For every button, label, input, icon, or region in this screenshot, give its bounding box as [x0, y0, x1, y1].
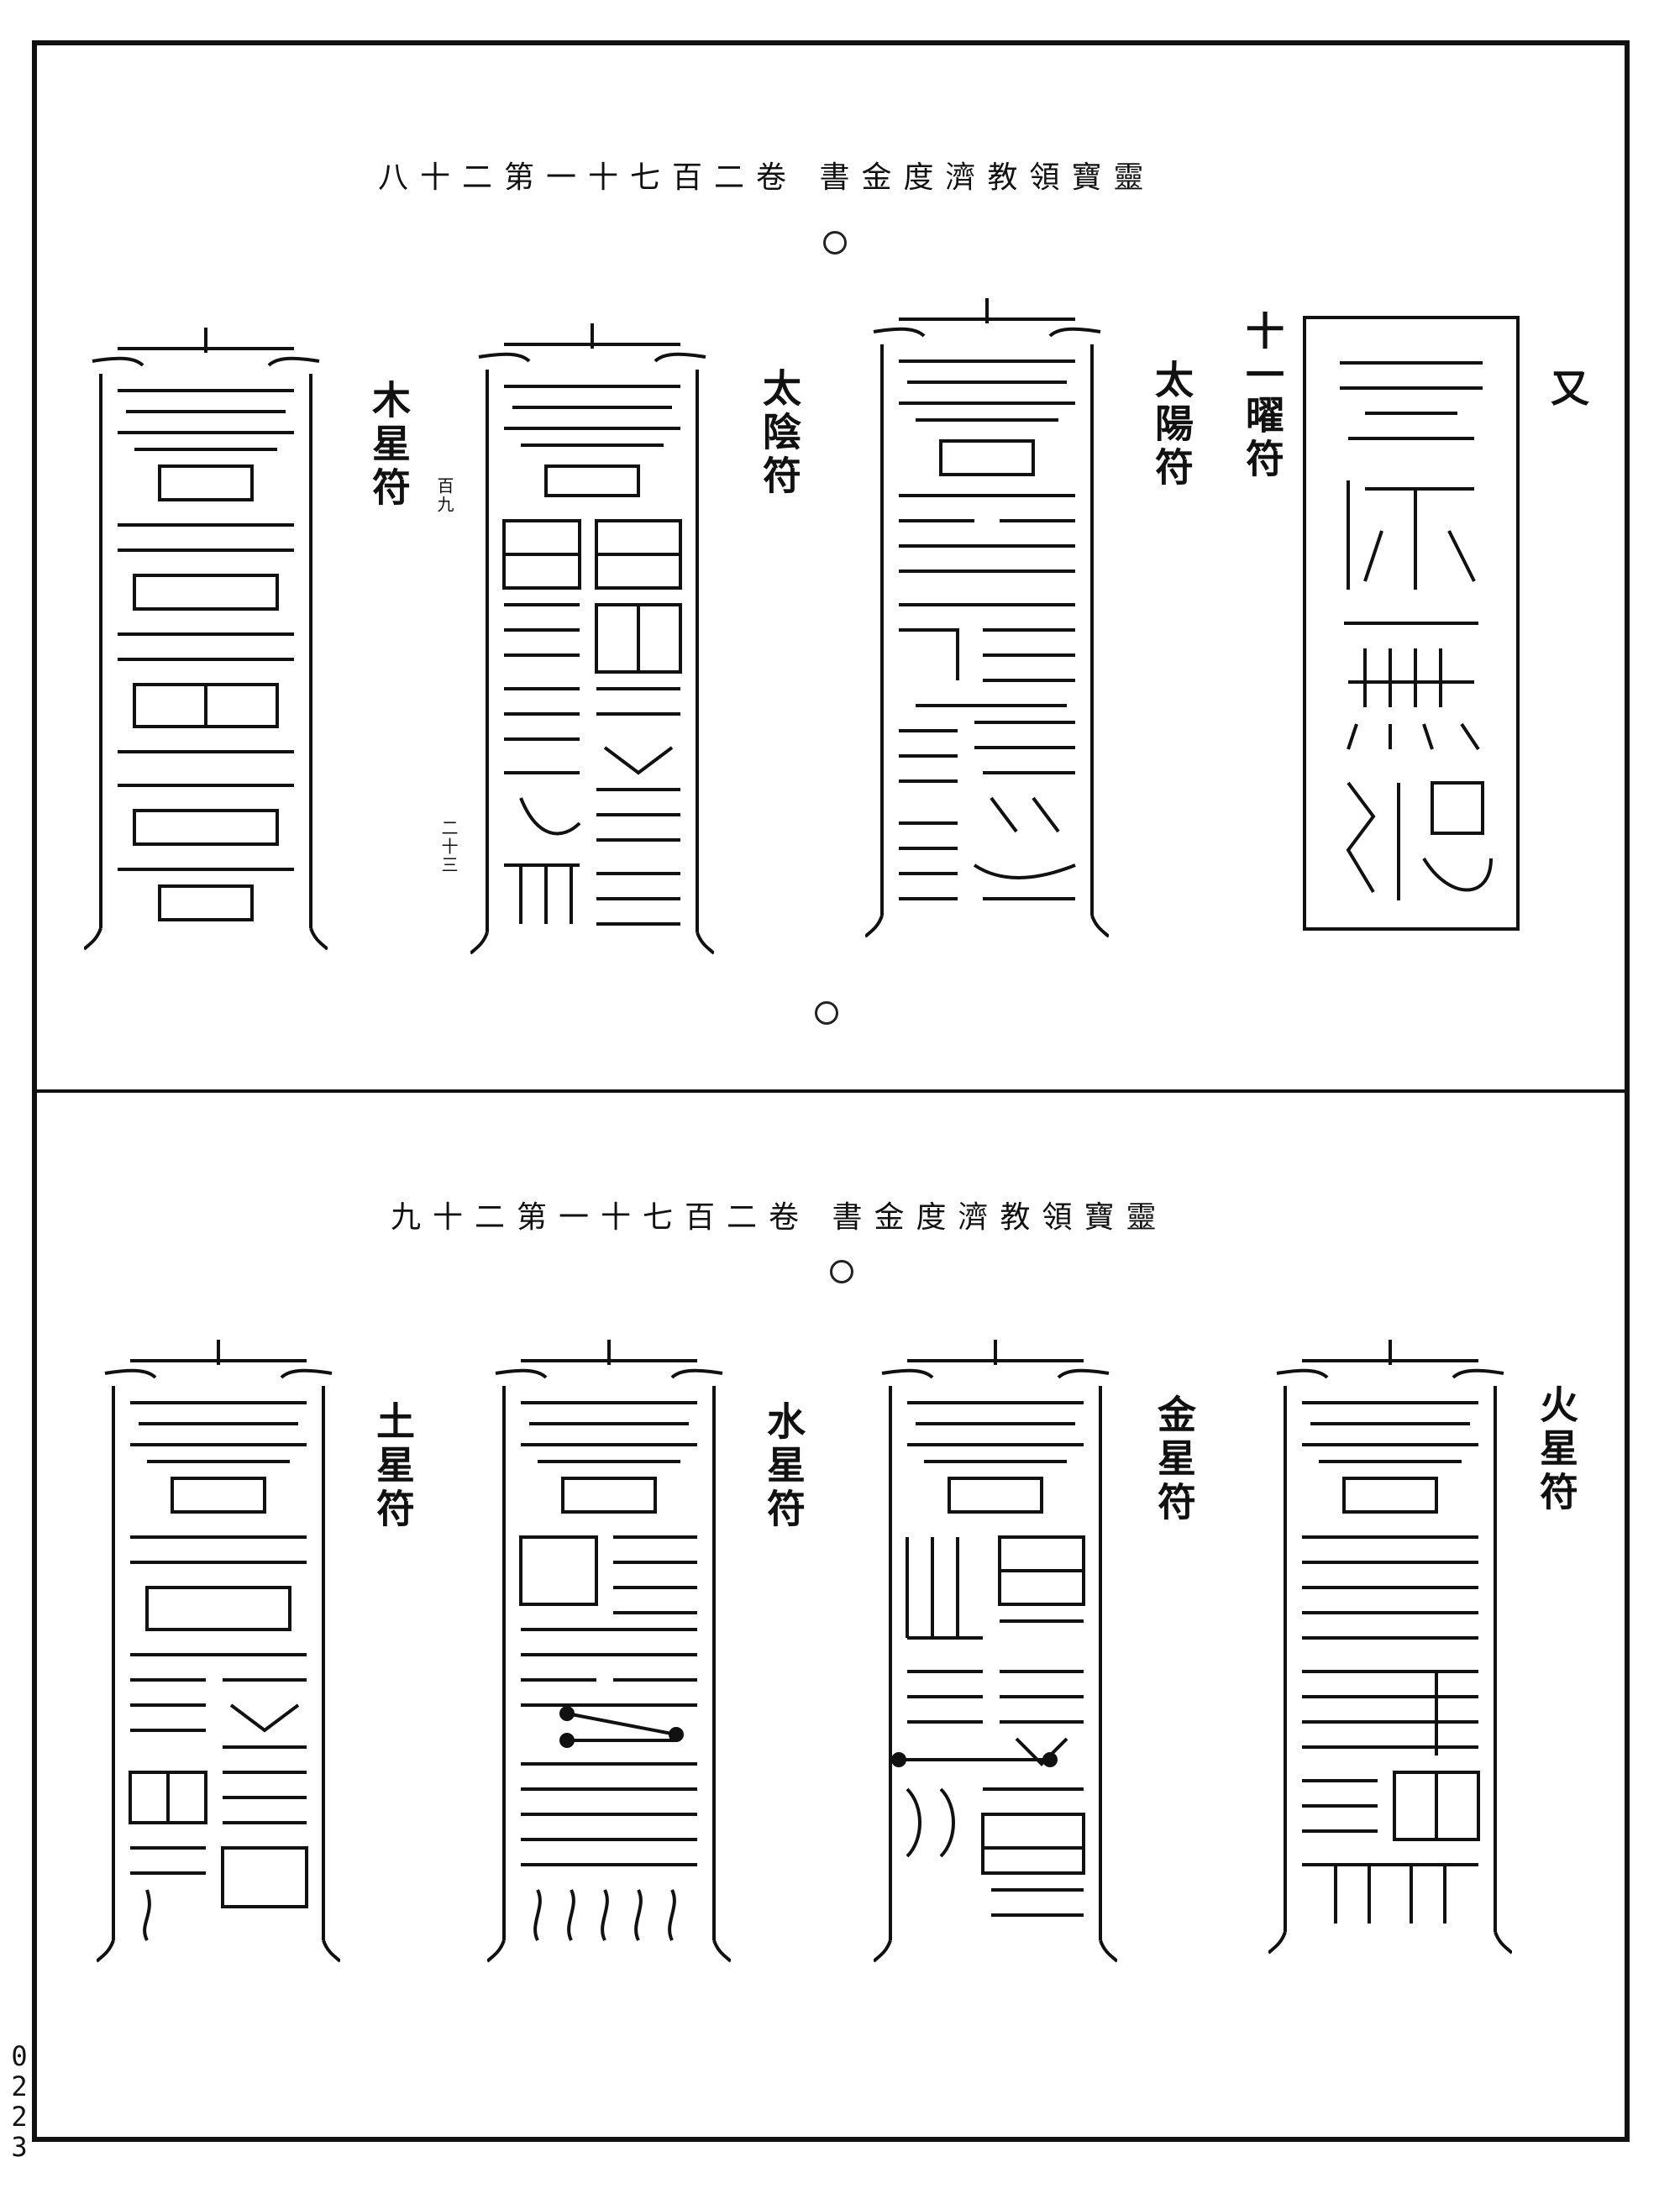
binding-hole-top-2	[815, 1001, 838, 1025]
side-page-number: 0 2 2 3	[7, 2041, 32, 2162]
label-shuixing: 水星符	[761, 1401, 806, 1532]
label-yao-fu: 曜符	[1240, 395, 1285, 482]
binding-hole-top-1	[823, 231, 847, 255]
label-jinxing: 金星符	[1152, 1394, 1197, 1525]
top-header: 八十二第一十七百二卷 書金度濟教領寶靈	[378, 160, 1156, 195]
label-huoxing: 火星符	[1534, 1384, 1579, 1515]
side-digit: 3	[11, 2131, 28, 2163]
note-ershisan: 二十三	[438, 819, 459, 874]
label-eleven: 十一	[1240, 311, 1285, 398]
label-muxing: 木星符	[366, 380, 412, 511]
talisman-shuixing	[487, 1336, 731, 1965]
note-baijiu: 百九	[434, 477, 454, 514]
side-digit: 2	[11, 2070, 28, 2102]
label-taiyang: 太陽符	[1149, 360, 1194, 491]
talisman-huoxing	[1268, 1336, 1512, 1957]
page-divider	[32, 1089, 1630, 1093]
talisman-muxing	[84, 323, 328, 953]
label-taiyin: 太陰符	[757, 368, 802, 499]
bottom-header: 九十二第一十七百二卷 書金度濟教領寶靈	[391, 1200, 1168, 1235]
talisman-boxed-wuji	[1298, 312, 1525, 934]
talisman-taiyang	[865, 294, 1109, 941]
label-tuxing: 土星符	[370, 1401, 416, 1532]
side-digit: 2	[11, 2101, 28, 2133]
binding-hole-bottom	[830, 1260, 853, 1283]
label-you: 又	[1545, 368, 1590, 412]
talisman-jinxing	[874, 1336, 1117, 1965]
talisman-taiyin	[470, 319, 714, 958]
side-digit: 0	[11, 2040, 28, 2072]
talisman-tuxing	[97, 1336, 340, 1965]
